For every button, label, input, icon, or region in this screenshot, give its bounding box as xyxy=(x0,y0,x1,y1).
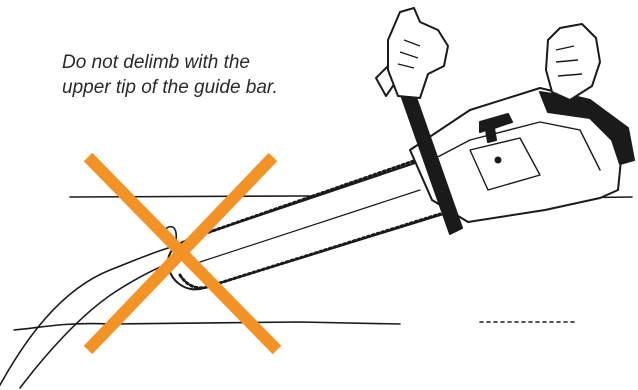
branch-stroke-1 xyxy=(0,246,175,385)
engine-bolt xyxy=(496,158,501,163)
gloved-hands xyxy=(388,8,600,100)
right-glove xyxy=(546,24,600,100)
left-glove xyxy=(388,8,448,98)
